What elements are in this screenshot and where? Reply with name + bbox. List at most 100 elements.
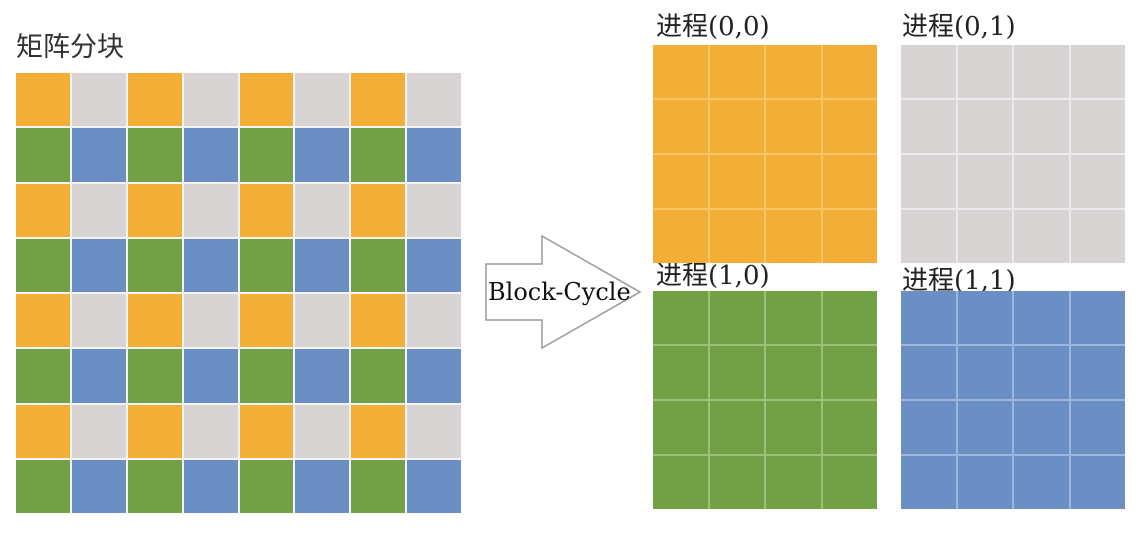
process-sub-block bbox=[901, 45, 956, 98]
matrix-block bbox=[407, 73, 461, 127]
matrix-block bbox=[183, 459, 238, 513]
matrix-block bbox=[16, 349, 70, 403]
process-sub-block bbox=[1070, 100, 1125, 153]
process-sub-block bbox=[1070, 155, 1125, 208]
process-label-0-0: 进程(0,0) bbox=[656, 12, 770, 42]
process-block-1-0 bbox=[653, 291, 877, 509]
process-sub-block bbox=[1014, 291, 1069, 344]
matrix-grid bbox=[16, 73, 461, 513]
process-sub-block bbox=[709, 401, 764, 454]
process-sub-block bbox=[901, 210, 956, 263]
process-sub-block bbox=[822, 100, 877, 153]
process-sub-block bbox=[653, 346, 708, 399]
matrix-block bbox=[295, 294, 350, 348]
matrix-block bbox=[16, 128, 70, 182]
process-sub-block bbox=[766, 456, 821, 509]
matrix-block bbox=[295, 183, 350, 237]
process-sub-block bbox=[822, 45, 877, 98]
matrix-block bbox=[295, 73, 350, 127]
process-block-0-0 bbox=[653, 45, 877, 263]
process-sub-block bbox=[901, 346, 956, 399]
process-label-0-1: 进程(0,1) bbox=[902, 12, 1016, 42]
process-sub-block bbox=[1070, 346, 1125, 399]
matrix-block bbox=[127, 238, 182, 292]
matrix-block bbox=[295, 349, 350, 403]
process-sub-block bbox=[1070, 456, 1125, 509]
matrix-block bbox=[16, 183, 70, 237]
matrix-block bbox=[71, 73, 126, 127]
process-sub-block bbox=[1070, 401, 1125, 454]
process-sub-block bbox=[709, 291, 764, 344]
matrix-block bbox=[16, 404, 70, 458]
matrix-block bbox=[16, 459, 70, 513]
matrix-block bbox=[127, 404, 182, 458]
matrix-block bbox=[407, 404, 461, 458]
process-sub-block bbox=[766, 346, 821, 399]
matrix-block bbox=[183, 128, 238, 182]
matrix-block bbox=[71, 294, 126, 348]
matrix-block bbox=[407, 183, 461, 237]
matrix-block bbox=[407, 349, 461, 403]
matrix-block bbox=[71, 238, 126, 292]
matrix-block bbox=[239, 349, 294, 403]
process-sub-block bbox=[709, 210, 764, 263]
arrow-label: Block-Cycle bbox=[488, 278, 631, 306]
matrix-block bbox=[407, 294, 461, 348]
process-sub-block bbox=[957, 346, 1012, 399]
process-block-0-1 bbox=[901, 45, 1125, 263]
matrix-block bbox=[239, 294, 294, 348]
matrix-block bbox=[351, 238, 406, 292]
process-sub-block bbox=[1014, 155, 1069, 208]
process-sub-block bbox=[901, 456, 956, 509]
process-sub-block bbox=[1014, 100, 1069, 153]
process-sub-block bbox=[822, 346, 877, 399]
process-sub-block bbox=[957, 45, 1012, 98]
matrix-block bbox=[239, 128, 294, 182]
matrix-block bbox=[295, 238, 350, 292]
matrix-block bbox=[351, 459, 406, 513]
process-sub-block bbox=[901, 155, 956, 208]
process-sub-block bbox=[1070, 210, 1125, 263]
process-sub-block bbox=[709, 45, 764, 98]
matrix-block bbox=[16, 73, 70, 127]
matrix-block bbox=[71, 349, 126, 403]
matrix-block bbox=[351, 128, 406, 182]
process-sub-block bbox=[766, 100, 821, 153]
matrix-block bbox=[183, 238, 238, 292]
process-sub-block bbox=[822, 456, 877, 509]
process-sub-block bbox=[766, 155, 821, 208]
process-sub-block bbox=[822, 291, 877, 344]
process-sub-block bbox=[709, 346, 764, 399]
matrix-block bbox=[16, 238, 70, 292]
process-sub-block bbox=[709, 100, 764, 153]
matrix-block bbox=[127, 294, 182, 348]
matrix-block bbox=[295, 128, 350, 182]
process-sub-block bbox=[1014, 346, 1069, 399]
process-sub-block bbox=[957, 456, 1012, 509]
process-sub-block bbox=[653, 401, 708, 454]
matrix-block bbox=[127, 128, 182, 182]
process-sub-block bbox=[766, 45, 821, 98]
matrix-block bbox=[351, 349, 406, 403]
matrix-block bbox=[183, 294, 238, 348]
process-sub-block bbox=[957, 210, 1012, 263]
matrix-block bbox=[239, 404, 294, 458]
process-sub-block bbox=[957, 291, 1012, 344]
matrix-block bbox=[71, 183, 126, 237]
process-sub-block bbox=[653, 291, 708, 344]
matrix-block bbox=[239, 459, 294, 513]
matrix-block bbox=[239, 238, 294, 292]
matrix-block bbox=[351, 183, 406, 237]
process-sub-block bbox=[822, 210, 877, 263]
process-sub-block bbox=[1014, 210, 1069, 263]
process-sub-block bbox=[766, 401, 821, 454]
matrix-block bbox=[127, 183, 182, 237]
matrix-block bbox=[127, 459, 182, 513]
process-sub-block bbox=[957, 100, 1012, 153]
matrix-block bbox=[295, 404, 350, 458]
process-sub-block bbox=[653, 155, 708, 208]
process-sub-block bbox=[653, 456, 708, 509]
process-sub-block bbox=[1014, 401, 1069, 454]
matrix-block bbox=[183, 349, 238, 403]
matrix-block bbox=[71, 459, 126, 513]
